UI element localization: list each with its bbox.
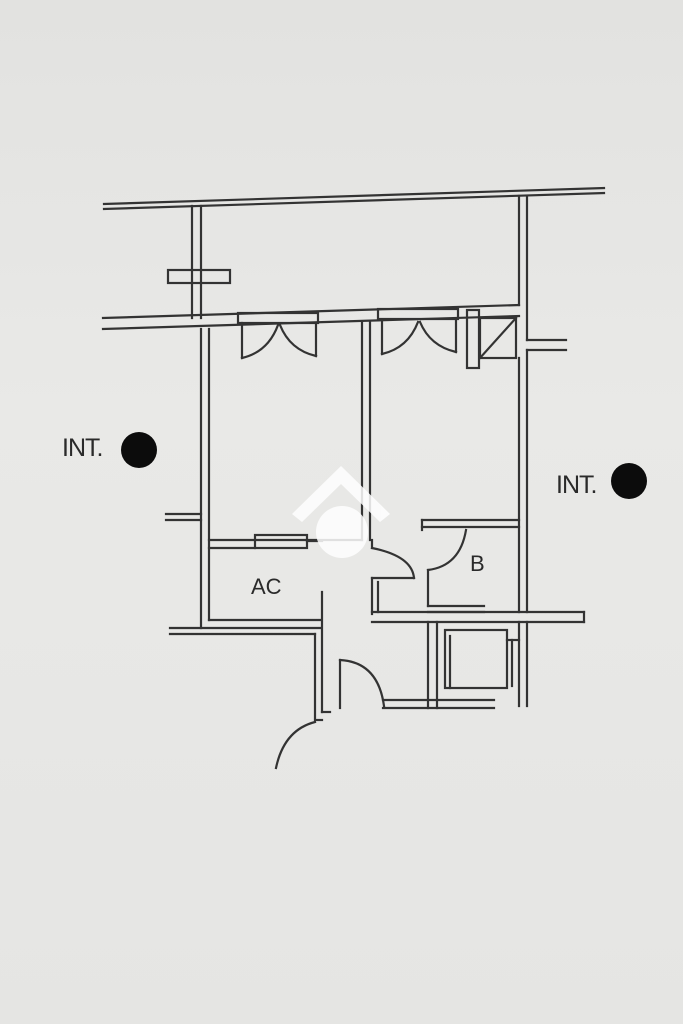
- window-door-right: [376, 307, 460, 356]
- shaft-box: [465, 308, 518, 370]
- room-label-ac: AC: [251, 574, 282, 599]
- elevator-block: [381, 620, 529, 710]
- balcony-wall: [101, 194, 529, 342]
- left-column: [166, 204, 232, 320]
- hall-door: [370, 538, 416, 616]
- top-outer-wall: [102, 186, 606, 211]
- right-wall-stub: [525, 338, 568, 352]
- left-exterior-wall: [164, 327, 211, 630]
- bathroom-walls: [420, 518, 521, 614]
- room-label-b: B: [470, 551, 485, 576]
- ac-storage-walls: [168, 533, 364, 636]
- right-exterior-wall: [517, 348, 529, 614]
- entrance-label-left: INT.: [62, 434, 103, 462]
- lower-corridor-wall: [370, 610, 586, 624]
- entrance-label-right: INT.: [556, 471, 597, 499]
- window-door-left: [236, 311, 320, 360]
- watermark-logo: [292, 466, 390, 558]
- entrance-door: [274, 590, 386, 770]
- entrance-marker-right: [611, 463, 647, 499]
- entrance-marker-left: [121, 432, 157, 468]
